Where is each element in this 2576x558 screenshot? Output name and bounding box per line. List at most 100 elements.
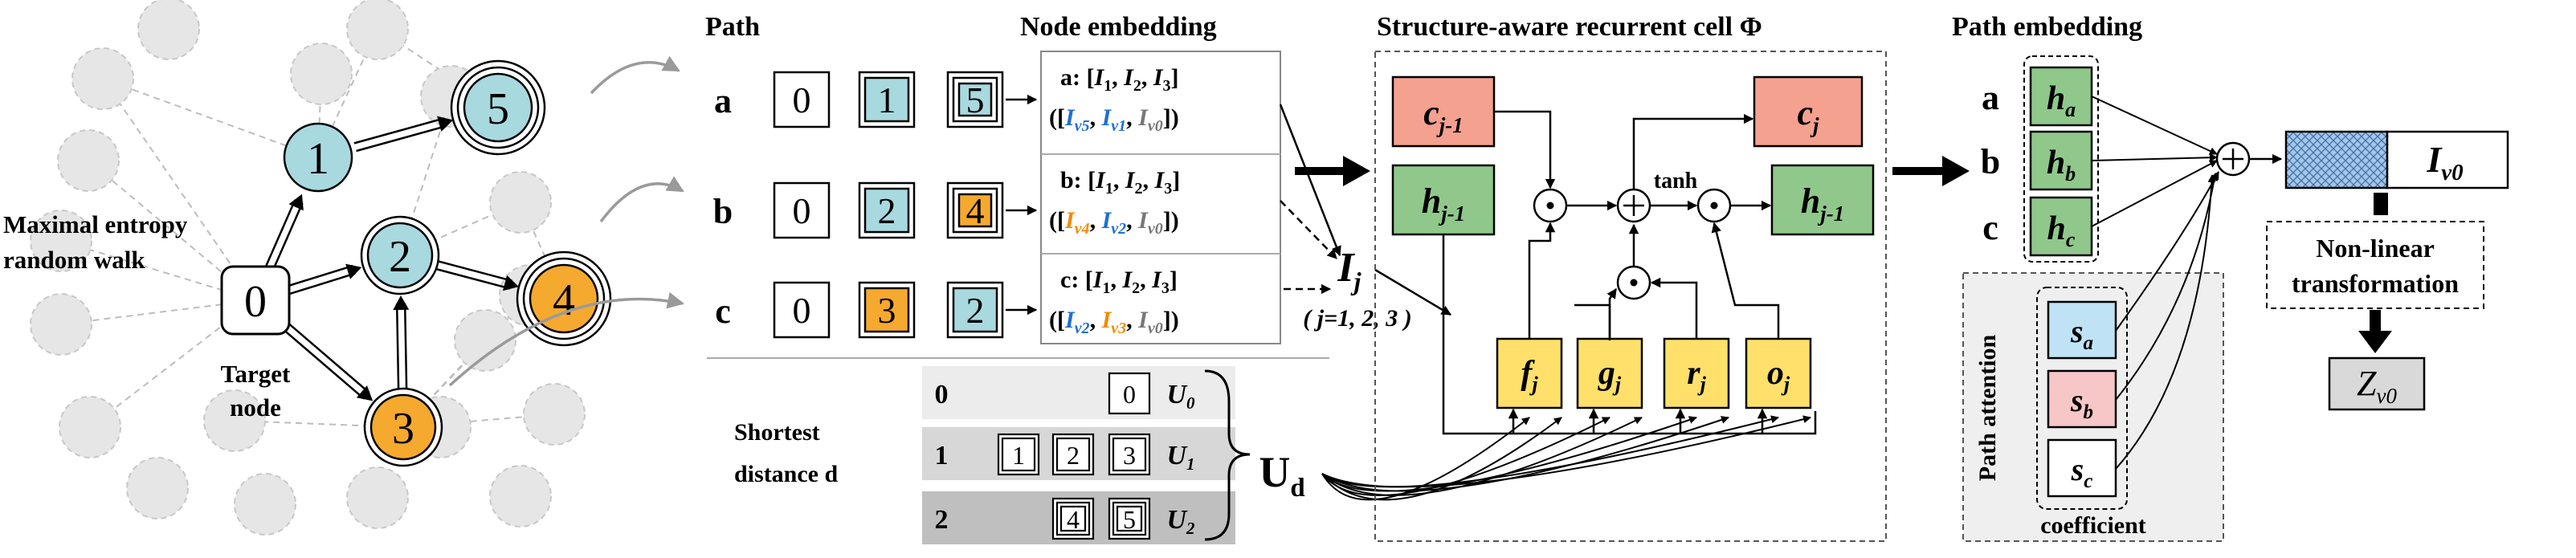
walk-node-label: 2 [389, 232, 411, 282]
walk-node-ring [366, 222, 434, 289]
ud-to-gate-arrow [1321, 417, 1562, 501]
ud-to-gate-arrow [1321, 415, 1811, 488]
graph-dashed-edge [402, 340, 486, 428]
distance-cell-box [1001, 437, 1036, 472]
cell-wire [1632, 113, 1754, 189]
stage-arrow-1 [1295, 156, 1370, 186]
method-label-1: Maximal entropy [3, 210, 188, 238]
distance-brace [1204, 369, 1251, 541]
attention-box [2047, 438, 2117, 498]
gate-feedback-wire [1574, 303, 1611, 340]
nonlinear-label-1: Non-linear [2316, 234, 2435, 263]
walk-edge-arrowhead [356, 385, 374, 401]
path-cell-label: 4 [966, 190, 985, 231]
background-node [290, 43, 353, 105]
distance-cell-label: 2 [1067, 441, 1080, 470]
distance-set-symbol: U0 [1166, 380, 1195, 413]
walk-edge [286, 264, 353, 287]
nonlinear-label-2: transformation [2292, 269, 2459, 298]
path-cell-box [773, 281, 831, 339]
attention-label: sa [2070, 313, 2093, 354]
h-prev-box-label: hj-1 [1422, 181, 1465, 226]
output-stem [2374, 193, 2388, 215]
walk-edge [277, 324, 365, 400]
walk-edge-arrowhead [288, 193, 304, 211]
final-box [2328, 356, 2426, 411]
walk-node-ring [463, 72, 533, 143]
output-hatched-block [2284, 130, 2389, 189]
gate-box [1745, 337, 1812, 409]
target-label-2: node [230, 393, 281, 422]
path-cell-box [957, 193, 993, 228]
embed-vectors: ([Iv4, Iv2, Iv0]) [1049, 207, 1179, 238]
path-cell-box [863, 187, 910, 234]
walk-edge [271, 202, 304, 272]
path-cell-box [773, 181, 831, 239]
attention-caption: coefficient [2040, 512, 2146, 539]
distance-cell-box [1116, 505, 1143, 532]
walk-edge [438, 260, 512, 282]
background-node [137, 0, 200, 60]
distance-cell-label: 5 [1123, 505, 1136, 534]
c-next-box-label: cj [1797, 93, 1819, 137]
node-embedding-header: Node embedding [1020, 12, 1217, 42]
walk-edge-arrowhead [502, 275, 519, 291]
gate-label: fj [1521, 355, 1538, 396]
distance-row-band [922, 366, 1235, 419]
attention-to-sum-arrow [2115, 173, 2219, 401]
cell-wire [1650, 277, 1698, 339]
distance-cell-label: 0 [1123, 380, 1136, 409]
input-symbol: Ij [1337, 245, 1361, 295]
flow-arrow [590, 55, 680, 95]
embed-vectors: ([Iv2, Iv3, Iv0]) [1049, 307, 1179, 337]
background-node [30, 293, 92, 356]
embed-to-input-arrow [1279, 104, 1341, 257]
gate-label: rj [1687, 355, 1706, 396]
distance-set-symbol: U1 [1166, 441, 1194, 474]
cell-title: Structure-aware recurrent cell Φ [1377, 12, 1762, 42]
distance-value: 0 [935, 380, 949, 409]
distance-cell-box [1108, 372, 1151, 415]
attention-stack-frame [2036, 287, 2128, 510]
walk-edge [403, 303, 408, 389]
input-to-cell-arrow [1374, 268, 1452, 316]
path-embedding-row-label: b [1981, 142, 2000, 181]
path-cell-box [773, 71, 831, 128]
distance-value: 1 [935, 441, 949, 470]
mul-op-2-glyph [1710, 202, 1718, 210]
method-label-2: random walk [3, 246, 145, 274]
distance-cell-box [1112, 437, 1147, 472]
background-node [234, 473, 296, 536]
walk-node-label: 1 [307, 134, 329, 184]
c-prev-box-label: cj-1 [1423, 93, 1464, 137]
background-node [59, 396, 121, 458]
h-next-box-label: hj-1 [1801, 181, 1844, 226]
attention-box [2047, 369, 2117, 429]
walk-edge [435, 267, 511, 290]
attention-label: sb [2070, 382, 2093, 423]
node-embedding-table: a: [I1, I2, I3]([Iv5, Iv1, Iv0])b: [I1, … [1040, 51, 1452, 344]
walk-node-label: 3 [392, 404, 414, 454]
ud-to-gate-arrow [1321, 415, 1779, 488]
stage-arrow-2 [1892, 156, 1970, 186]
walk-edge-arrowhead [437, 116, 454, 132]
background-node [523, 383, 586, 446]
graph-dashed-edge [102, 78, 319, 158]
distance-cell-box [1059, 505, 1087, 532]
background-node [454, 309, 516, 372]
shortest-label-1: Shortest [734, 419, 820, 446]
walk-edge [288, 272, 356, 295]
walk-node-label: 5 [487, 84, 509, 134]
path-h-label: ha [2047, 80, 2076, 121]
distance-cell-box [1055, 437, 1091, 472]
mul-op-3-glyph [1630, 279, 1638, 287]
ud-symbol: Ud [1259, 448, 1304, 503]
path-cell-label: 2 [878, 190, 896, 231]
path-h-label: hc [2047, 210, 2076, 251]
distance-value: 2 [935, 505, 949, 535]
flow-arrow [448, 291, 685, 387]
walk-node-ring [529, 263, 599, 334]
